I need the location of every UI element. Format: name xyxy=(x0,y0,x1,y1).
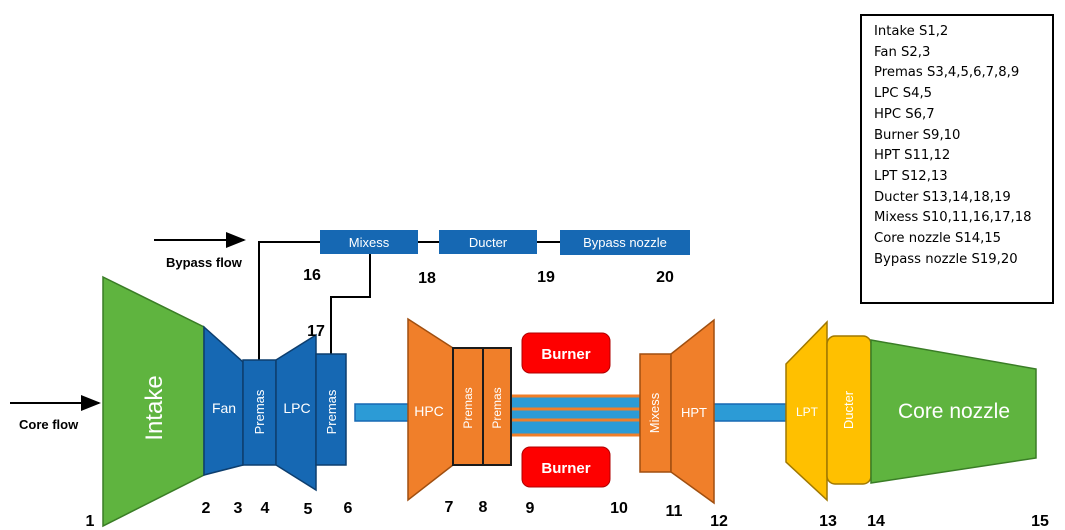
lpc-label: LPC xyxy=(283,400,310,416)
shaft-high-pressure-inner xyxy=(508,407,646,422)
station-6: 6 xyxy=(344,500,353,517)
premas-block-a xyxy=(242,359,277,466)
lpc-block xyxy=(275,333,317,492)
station-14: 14 xyxy=(867,513,885,530)
station-15: 15 xyxy=(1031,513,1049,530)
station-20: 20 xyxy=(656,269,674,286)
station-11: 11 xyxy=(666,503,683,520)
hpc-label: HPC xyxy=(414,403,444,419)
shaft-low-pressure-rear xyxy=(711,403,787,422)
station-2: 2 xyxy=(202,500,211,517)
legend-entry-hpt: HPT S11,12 xyxy=(874,148,951,164)
ducter-label-bypass: Ducter xyxy=(469,235,508,250)
legend-entry-ducter: Ducter S13,14,18,19 xyxy=(874,189,1011,205)
station-17: 17 xyxy=(307,323,325,340)
station-16: 16 xyxy=(303,267,321,284)
bypass-flow-label: Bypass flow xyxy=(166,255,243,270)
legend-entry-mixess: Mixess S10,11,16,17,18 xyxy=(874,210,1032,226)
bypass-line-mixess-to-premas xyxy=(330,253,371,354)
bypass-line-premas-to-mixess xyxy=(258,241,320,360)
legend-entry-intake: Intake S1,2 xyxy=(874,24,949,39)
core-flow-label: Core flow xyxy=(19,417,79,432)
legend-entry-burner: Burner S9,10 xyxy=(874,127,961,143)
bypass-nozzle-block xyxy=(560,230,690,255)
station-5: 5 xyxy=(304,501,313,518)
hpt-block xyxy=(670,318,715,505)
intake-label: Intake xyxy=(141,375,168,440)
shaft-low-pressure-front xyxy=(354,403,414,422)
premas-block-b xyxy=(315,353,347,466)
premas-label-d: Premas xyxy=(490,387,504,428)
station-3: 3 xyxy=(234,500,243,517)
station-1: 1 xyxy=(86,513,95,530)
ducter-label-core: Ducter xyxy=(841,390,856,429)
legend-entry-fan: Fan S2,3 xyxy=(874,44,931,60)
legend-entry-premas: Premas S3,4,5,6,7,8,9 xyxy=(874,65,1020,81)
mixess-block-bypass xyxy=(320,230,418,254)
mixess-label-bypass: Mixess xyxy=(349,235,390,250)
bypass-nozzle-label: Bypass nozzle xyxy=(583,235,667,250)
core-nozzle-label: Core nozzle xyxy=(898,400,1010,423)
legend-entry-lpt: LPT S12,13 xyxy=(874,168,948,184)
lpt-label: LPT xyxy=(796,405,819,419)
station-8: 8 xyxy=(479,499,488,516)
legend-entry-core-nozzle: Core nozzle S14,15 xyxy=(874,231,1002,247)
station-19: 19 xyxy=(537,269,555,286)
burner-label-top: Burner xyxy=(541,346,590,363)
premas-label-a: Premas xyxy=(252,389,267,434)
station-7: 7 xyxy=(445,499,454,516)
premas-label-b: Premas xyxy=(324,389,339,434)
legend-entry-bypass-nozzle: Bypass nozzle S19,20 xyxy=(874,251,1018,267)
legend-entry-lpc: LPC S4,5 xyxy=(874,86,933,102)
lpt-block xyxy=(785,320,828,502)
mixess-label-core: Mixess xyxy=(647,392,662,433)
station-9: 9 xyxy=(526,500,535,517)
fan-label: Fan xyxy=(212,400,236,416)
burner-block-top xyxy=(521,332,611,374)
hpt-label: HPT xyxy=(681,405,707,420)
mixess-block-core xyxy=(639,353,672,473)
burner-label-bottom: Burner xyxy=(541,460,590,477)
station-18: 18 xyxy=(418,270,436,287)
burner-block-bottom xyxy=(521,446,611,488)
core-nozzle-block xyxy=(870,339,1037,484)
premas-label-c: Premas xyxy=(461,387,475,428)
station-10: 10 xyxy=(610,500,628,517)
legend-entry-hpc: HPC S6,7 xyxy=(874,106,935,122)
legend-box: Intake S1,2 Fan S2,3 Premas S3,4,5,6,7,8… xyxy=(860,14,1054,304)
station-12: 12 xyxy=(710,513,728,530)
premas-block-d xyxy=(482,347,512,466)
ducter-block-bypass xyxy=(439,230,537,254)
station-4: 4 xyxy=(261,500,270,517)
station-13: 13 xyxy=(819,513,837,530)
